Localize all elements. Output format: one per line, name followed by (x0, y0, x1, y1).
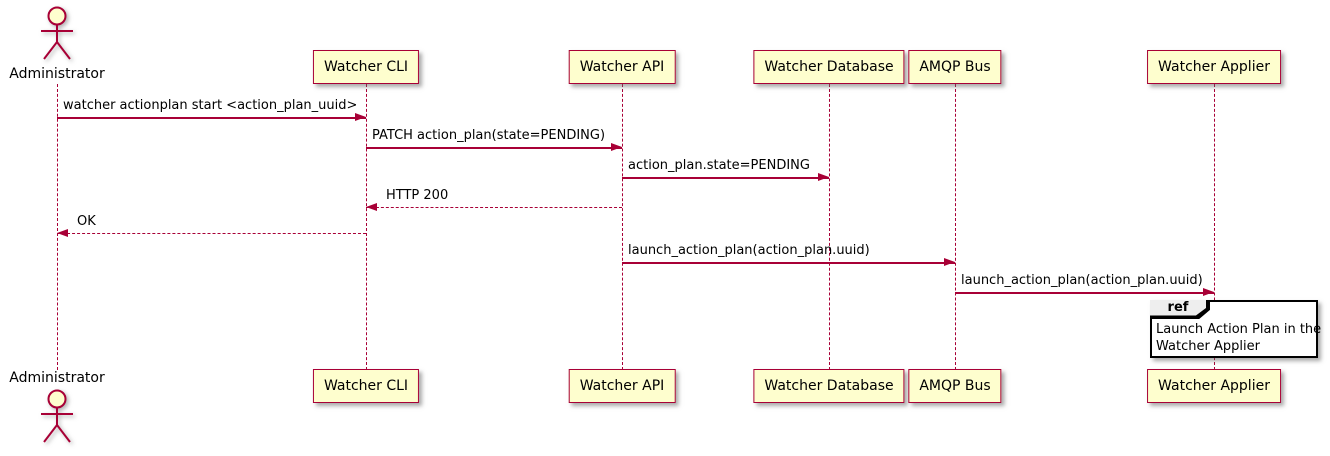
lifeline-watcher-api (622, 84, 623, 370)
message-label: action_plan.state=PENDING (628, 158, 810, 173)
participant-box-watcher-applier: Watcher Applier (1147, 50, 1281, 84)
message-line (366, 147, 622, 149)
participant-box-watcher-database: Watcher Database (753, 50, 905, 84)
participant-box-watcher-database-bottom: Watcher Database (753, 369, 905, 403)
ref-tab: ref (1150, 300, 1210, 319)
message-line (366, 207, 622, 208)
ref-keyword: ref (1150, 300, 1206, 316)
message-label: HTTP 200 (386, 188, 449, 203)
participant-box-watcher-cli: Watcher CLI (312, 50, 420, 84)
participant-box-amqp-bus: AMQP Bus (908, 50, 1002, 84)
lifeline-watcher-applier (1214, 84, 1215, 370)
message-label: launch_action_plan(action_plan.uuid) (628, 243, 870, 258)
participant-box-amqp-bus-bottom: AMQP Bus (908, 369, 1002, 403)
message-label: OK (77, 214, 96, 229)
participant-box-watcher-cli-bottom: Watcher CLI (312, 369, 420, 403)
ref-text-line: Watcher Applier (1156, 339, 1260, 354)
message-line (622, 262, 955, 264)
message-label: PATCH action_plan(state=PENDING) (372, 128, 606, 143)
arrowhead-left-icon (57, 229, 68, 237)
actor-figure-bottom-icon (38, 389, 76, 451)
arrowhead-right-icon (944, 258, 955, 266)
message-label: watcher actionplan start <action_plan_uu… (63, 98, 358, 113)
message-line (622, 177, 829, 179)
arrowhead-left-icon (366, 203, 377, 211)
participant-box-watcher-api: Watcher API (568, 50, 676, 84)
lifeline-amqp-bus (955, 84, 956, 370)
message-label: launch_action_plan(action_plan.uuid) (961, 273, 1203, 288)
message-line (57, 233, 366, 234)
lifeline-watcher-database (829, 84, 830, 370)
actor-label-administrator: Administrator (9, 66, 105, 82)
participant-box-watcher-applier-bottom: Watcher Applier (1147, 369, 1281, 403)
actor-label-administrator-bottom: Administrator (9, 370, 105, 386)
ref-text-line: Launch Action Plan in the (1156, 322, 1322, 337)
message-line (955, 292, 1214, 294)
participant-box-watcher-api-bottom: Watcher API (568, 369, 676, 403)
lifeline-administrator (57, 84, 58, 370)
lifeline-watcher-cli (366, 84, 367, 370)
arrowhead-right-icon (355, 113, 366, 121)
arrowhead-right-icon (611, 143, 622, 151)
actor-figure-icon (38, 6, 76, 68)
message-line (57, 117, 366, 119)
arrowhead-right-icon (1203, 288, 1214, 296)
arrowhead-right-icon (818, 173, 829, 181)
